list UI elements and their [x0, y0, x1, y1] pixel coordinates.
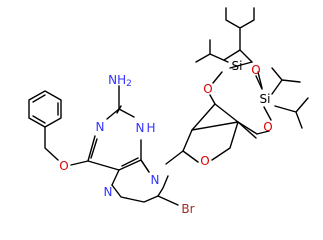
molecule-diagram: NH2 N N H O N N Br O O O O Si Si — [28, 7, 309, 216]
si2-ipr-right — [274, 97, 309, 129]
amine-label: NH2 — [108, 73, 132, 89]
atom-labels: NH2 N N H O N N Br O O O O Si Si — [59, 59, 272, 216]
bonds — [28, 7, 309, 206]
o-si2-label: O — [251, 63, 260, 77]
c5-ch2 — [237, 121, 257, 139]
n3-label: N — [136, 121, 145, 135]
benzyl-ch2 — [44, 126, 59, 161]
sugar-ring — [182, 121, 239, 163]
br-bond — [157, 195, 179, 206]
benzene-double-bonds — [32, 94, 59, 124]
si1-label: Si — [232, 59, 243, 73]
n3-h-label: H — [146, 121, 155, 135]
ether-bond — [70, 160, 89, 166]
si2-label: Si — [260, 92, 271, 106]
imidazole-ring — [111, 159, 169, 197]
si1-ipr-top — [225, 7, 255, 51]
o-benzyl-label: O — [59, 159, 68, 173]
si2-ipr-top — [271, 67, 301, 95]
imidazole-ring-2 — [111, 159, 159, 203]
br-label: Br — [181, 202, 194, 216]
o-si3-label: O — [263, 120, 272, 134]
structure-svg: NH2 N N H O N N Br O O O O Si Si — [28, 7, 309, 216]
si1-ipr-left — [195, 39, 229, 63]
benzene-ring — [28, 90, 62, 128]
n7-label: N — [104, 185, 113, 199]
o-ring-label: O — [200, 154, 209, 168]
n1-label: N — [96, 120, 105, 134]
si-o-si-bridge — [229, 61, 263, 89]
n9-label: N — [151, 173, 160, 187]
glycosidic-bond — [165, 150, 184, 165]
o-si1-label: O — [203, 82, 212, 96]
siloxane-ring — [209, 49, 272, 135]
